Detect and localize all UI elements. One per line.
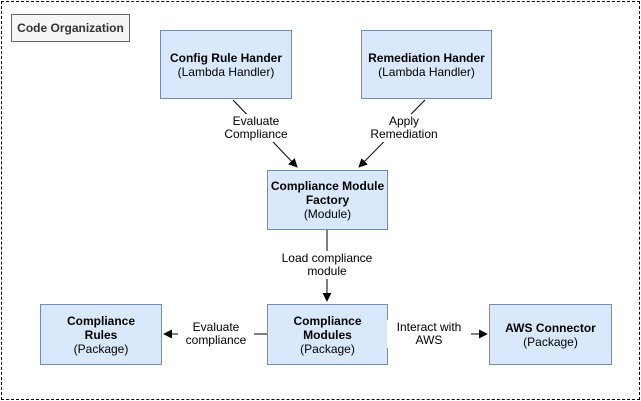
edge-label-load-compliance-module: Load compliance module: [275, 251, 379, 279]
node-compliance-modules-subtitle: (Package): [300, 341, 355, 356]
node-compliance-rules-title: Compliance Rules: [66, 313, 135, 342]
node-remediation-handler: Remediation Hander (Lambda Handler): [361, 30, 492, 99]
edge-label-interact-with-aws: Interact with AWS: [387, 320, 471, 348]
node-compliance-modules-title: Compliance Modules: [293, 313, 362, 342]
node-config-rule-handler: Config Rule Hander (Lambda Handler): [160, 30, 292, 99]
node-aws-connector: AWS Connector (Package): [489, 304, 612, 365]
node-config-rule-handler-subtitle: (Lambda Handler): [177, 64, 275, 79]
diagram-title: Code Organization: [11, 14, 130, 42]
node-aws-connector-title: AWS Connector: [505, 320, 596, 335]
diagram-title-label: Code Organization: [17, 21, 124, 35]
node-aws-connector-subtitle: (Package): [523, 334, 578, 349]
node-compliance-rules-subtitle: (Package): [73, 341, 129, 356]
node-compliance-module-factory: Compliance Module Factory (Module): [267, 170, 388, 230]
edge-label-evaluate-compliance-bottom: Evaluate compliance: [178, 320, 254, 348]
node-remediation-handler-title: Remediation Hander: [368, 50, 485, 65]
node-compliance-module-factory-subtitle: (Module): [303, 207, 352, 221]
node-remediation-handler-subtitle: (Lambda Handler): [378, 64, 475, 79]
edge-label-evaluate-compliance: Evaluate Compliance: [218, 114, 294, 142]
node-compliance-module-factory-title: Compliance Module Factory: [270, 179, 385, 207]
node-compliance-rules: Compliance Rules (Package): [40, 304, 162, 365]
node-compliance-modules: Compliance Modules (Package): [267, 304, 388, 365]
node-config-rule-handler-title: Config Rule Hander: [169, 50, 282, 65]
edge-label-apply-remediation: Apply Remediation: [362, 114, 446, 142]
